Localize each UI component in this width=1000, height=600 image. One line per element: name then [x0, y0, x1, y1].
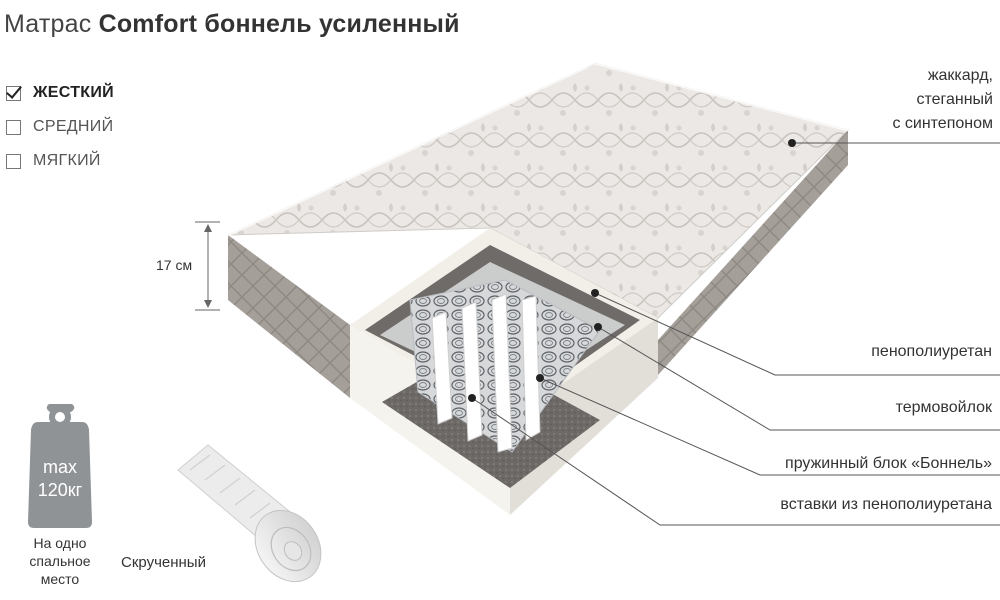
firmness-label-hard: ЖЕСТКИЙ	[33, 84, 114, 101]
label-jacquard-line: стеганный	[916, 91, 993, 108]
label-polyurethane-foam: пенополиуретан	[871, 343, 992, 360]
spring-block	[409, 279, 601, 453]
mattress-side-left	[228, 235, 350, 398]
weight-line-value: 120кг	[37, 480, 83, 500]
label-jacquard-line: жаккард,	[927, 67, 993, 84]
rolled-mattress-icon	[177, 444, 322, 583]
checkbox-icon[interactable]	[6, 119, 21, 135]
foam-insert-strip	[521, 295, 541, 441]
label-bonnel-spring-block: пружинный блок «Боннель»	[785, 455, 992, 472]
checkbox-icon[interactable]	[6, 153, 21, 169]
label-thermal-felt: термовойлок	[895, 399, 992, 416]
rolled-label: Скрученный	[121, 554, 206, 571]
page-title: Матрас Comfort боннель усиленный	[4, 10, 460, 39]
callout-lines	[471, 142, 1000, 526]
label-foam-inserts: вставки из пенополиуретана	[780, 496, 992, 513]
foam-insert-strip	[461, 301, 483, 442]
weight-line-max: max	[42, 457, 77, 477]
sleep-place-line: место	[40, 571, 80, 587]
foam-insert-strip	[491, 293, 513, 453]
firmness-option-soft[interactable]: МЯГКИЙ	[6, 144, 114, 178]
foam-insert-strip	[431, 311, 453, 425]
firmness-options: ЖЕСТКИЙ СРЕДНИЙ МЯГКИЙ	[6, 76, 114, 178]
firmness-label-medium: СРЕДНИЙ	[33, 118, 114, 135]
height-indicator	[195, 221, 220, 311]
title-prefix: Матрас	[4, 10, 92, 38]
sleep-place-text: На одно спальное место	[12, 534, 108, 588]
title-product: Comfort боннель усиленный	[98, 10, 460, 38]
mattress-side-right	[658, 130, 848, 375]
mattress-body	[227, 61, 849, 398]
label-jacquard: жаккард, стеганный с синтепоном	[892, 64, 993, 136]
sleep-place-line: спальное	[29, 553, 91, 569]
firmness-label-soft: МЯГКИЙ	[33, 152, 101, 169]
checkbox-checked-icon[interactable]	[6, 85, 21, 101]
firmness-option-medium[interactable]: СРЕДНИЙ	[6, 110, 114, 144]
callout-dots	[468, 139, 796, 402]
sleep-place-line: На одно	[33, 535, 87, 551]
weight-limit-text: max 120кг	[24, 456, 96, 502]
firmness-option-hard[interactable]: ЖЕСТКИЙ	[6, 76, 114, 110]
label-jacquard-line: с синтепоном	[892, 115, 993, 132]
height-label: 17 см	[156, 257, 193, 273]
weight-icon	[28, 404, 92, 528]
